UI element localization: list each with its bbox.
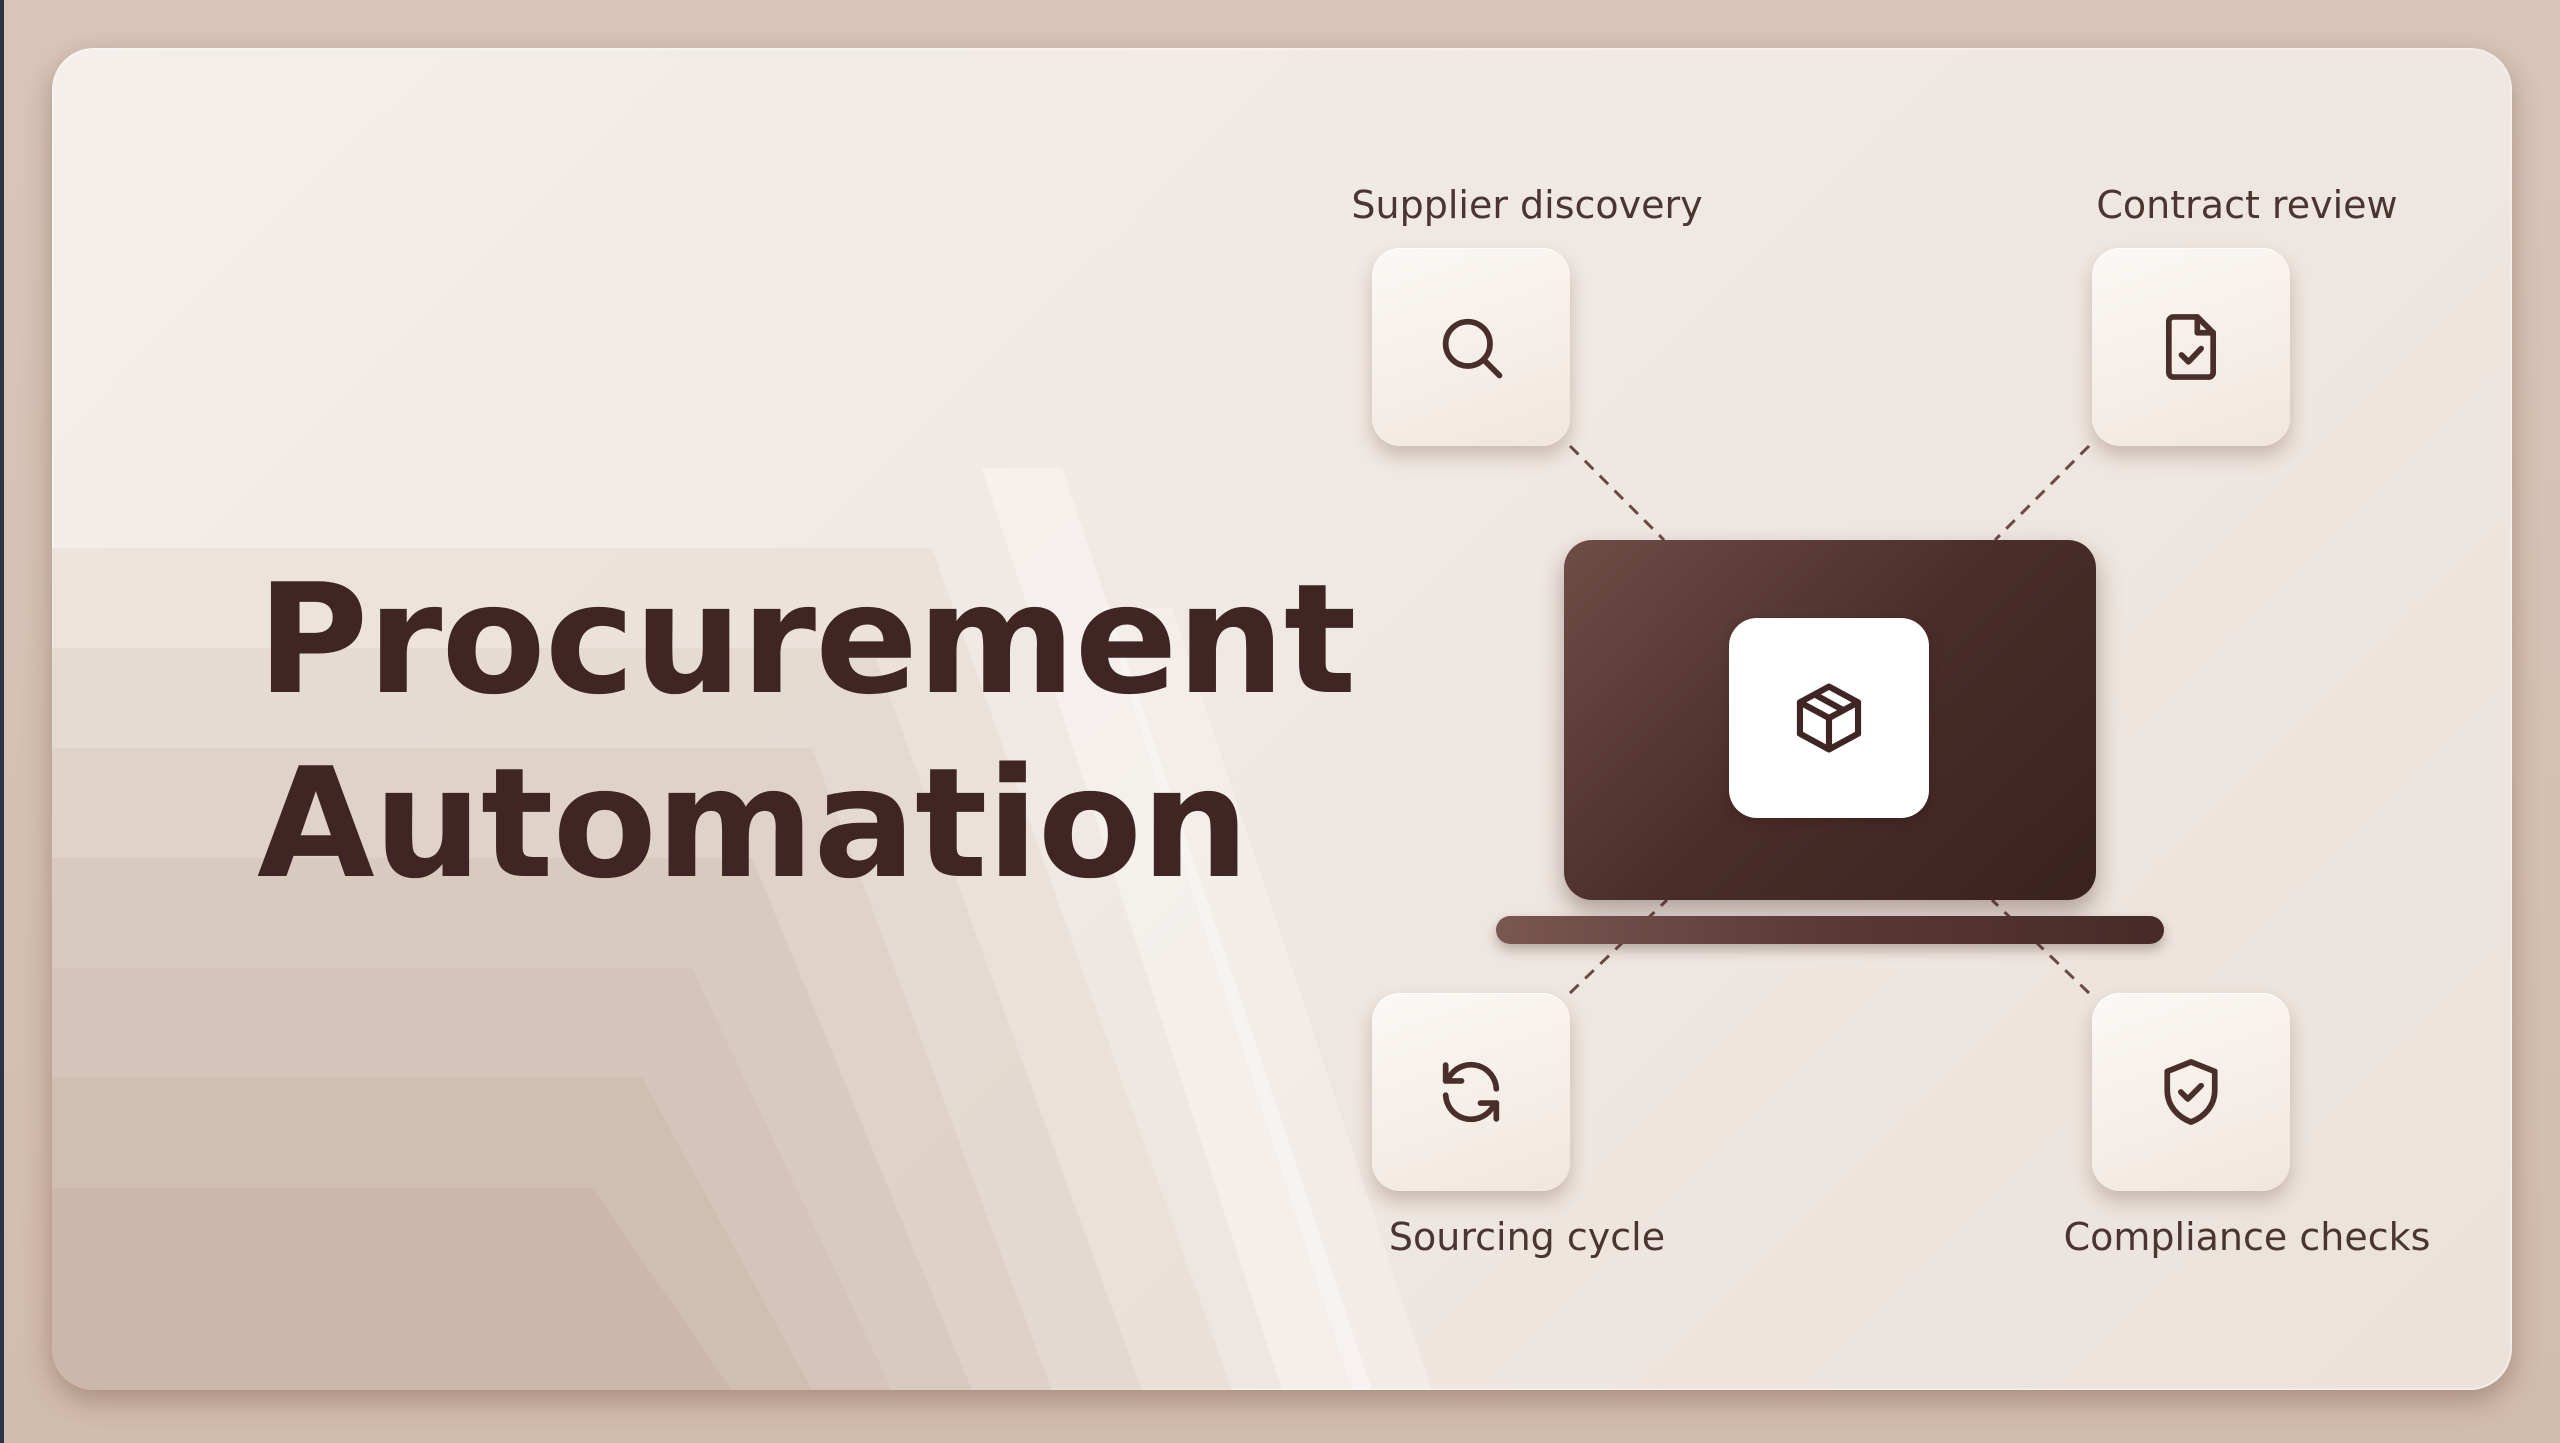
slide-title: Procurement Automation [257,548,1356,916]
slide-card: Procurement Automation Supplier disco [52,48,2512,1390]
connector-bottom-right [1990,898,2091,995]
connector-top-left [1568,444,1666,542]
tile-contract-review [2092,248,2290,446]
label-supplier-discovery: Supplier discovery [1351,183,1703,227]
tile-sourcing-cycle [1372,993,1570,1191]
center-package-tile [1729,618,1929,818]
label-compliance-checks: Compliance checks [2063,1215,2431,1259]
title-line-1: Procurement [257,551,1356,728]
connector-lines [1568,444,2091,995]
tile-compliance-checks [2092,993,2290,1191]
tile-supplier-discovery [1372,248,1570,446]
label-contract-review: Contract review [2096,183,2398,227]
document-check-icon [2165,314,2217,380]
background-chevrons [52,468,1432,1390]
connector-top-right [1993,444,2091,542]
laptop-base [1496,916,2164,944]
window-edge [0,0,4,1443]
package-box-icon [1796,683,1862,753]
label-sourcing-cycle: Sourcing cycle [1388,1215,1666,1259]
search-icon [1442,318,1503,379]
title-line-2: Automation [257,735,1249,912]
connector-bottom-left [1568,898,1669,995]
shield-check-icon [2164,1059,2218,1125]
refresh-icon [1442,1061,1500,1123]
